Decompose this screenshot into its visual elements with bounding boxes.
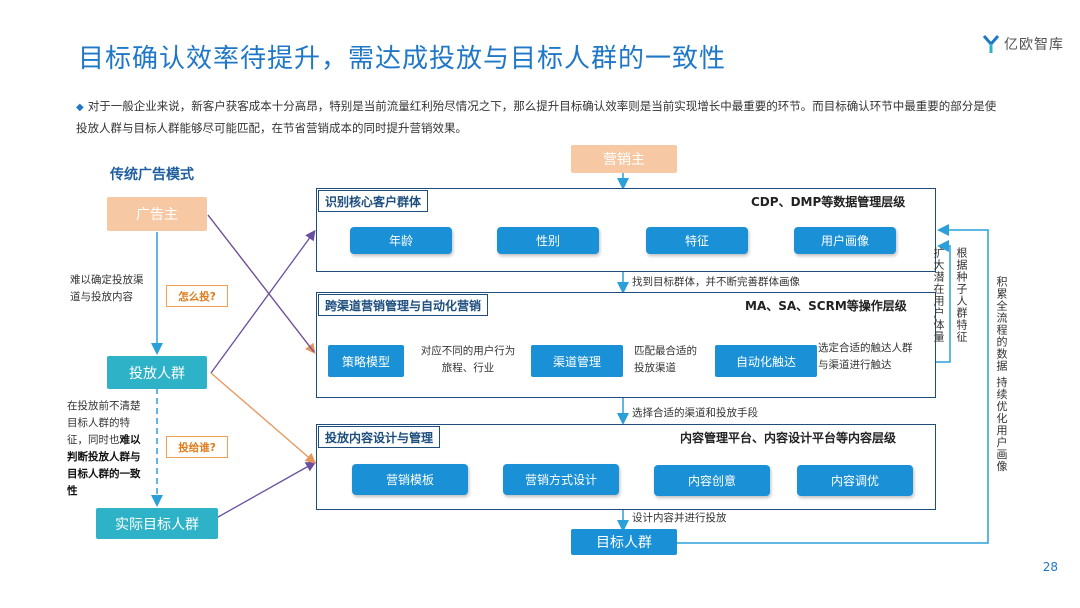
- note-characteristics-bold: 难以判断投放人群与目标人群的一致性: [67, 434, 141, 497]
- auto-text: 选定合适的触达人群与渠道进行触达: [818, 342, 913, 371]
- logo: 亿欧智库: [982, 34, 1064, 54]
- item-feature: 特征: [646, 227, 748, 254]
- panel3-tag: 投放内容设计与管理: [318, 426, 441, 448]
- item-optimize: 内容调优: [797, 465, 913, 496]
- arrow2-label: 选择合适的渠道和投放手段: [632, 407, 758, 419]
- panel2-layer: MA、SA、SCRM等操作层级: [745, 299, 907, 313]
- panel2-tag: 跨渠道营销管理与自动化营销: [318, 294, 489, 316]
- diamond-bullet-icon: ◆: [76, 102, 84, 113]
- question-how: 怎么投?: [166, 285, 228, 307]
- panel1-tag: 识别核心客户群体: [318, 190, 429, 212]
- item-creative: 内容创意: [654, 465, 770, 496]
- question-whom: 投给谁?: [166, 436, 228, 458]
- item-method-design: 营销方式设计: [503, 464, 619, 495]
- logo-text: 亿欧智库: [1004, 37, 1064, 53]
- strategy-text: 对应不同的用户行为旅程、行业: [420, 345, 516, 374]
- side-text-seed: 根据种子人群特征: [955, 247, 968, 343]
- advertiser-box: 广告主: [107, 197, 207, 231]
- marketer-box: 营销主: [571, 145, 677, 173]
- arrow1-label: 找到目标群体，并不断完善群体画像: [632, 276, 800, 288]
- intro-paragraph: ◆对于一般企业来说，新客户获客成本十分高昂，特别是当前流量红利殆尽情况之下，那么…: [76, 96, 1006, 139]
- panel3-layer: 内容管理平台、内容设计平台等内容层级: [680, 431, 897, 445]
- page-title: 目标确认效率待提升，需达成投放与目标人群的一致性: [78, 44, 727, 74]
- intro-text: 对于一般企业来说，新客户获客成本十分高昂，特别是当前流量红利殆尽情况之下，那么提…: [76, 99, 997, 135]
- strategy-model: 策略模型: [328, 345, 404, 377]
- note-channel-content: 难以确定投放渠道与投放内容: [70, 274, 144, 303]
- item-age: 年龄: [350, 227, 452, 254]
- channel-text: 匹配最合适的投放渠道: [634, 345, 697, 374]
- traditional-mode-heading: 传统广告模式: [110, 167, 194, 183]
- arrow3-label: 设计内容并进行投放: [632, 512, 727, 524]
- item-gender: 性别: [497, 227, 599, 254]
- target-audience-box: 投放人群: [107, 356, 207, 389]
- item-user-portrait: 用户画像: [794, 227, 896, 254]
- side-text-expand: 扩大潜在用户体量: [932, 247, 945, 343]
- item-template: 营销模板: [352, 464, 468, 495]
- logo-icon: [982, 35, 1000, 53]
- target-group-box: 目标人群: [571, 529, 677, 555]
- channel-management: 渠道管理: [531, 345, 623, 377]
- actual-audience-box: 实际目标人群: [96, 508, 218, 539]
- note-characteristics-plain: 在投放前不清楚目标人群的特征，同时也: [67, 400, 141, 446]
- side-text-accumulate: 积累全流程的数据 持续优化用户画像: [995, 276, 1008, 473]
- panel1-layer: CDP、DMP等数据管理层级: [751, 195, 906, 209]
- page-number: 28: [1042, 560, 1058, 574]
- note-characteristics: 在投放前不清楚目标人群的特征，同时也难以判断投放人群与目标人群的一致性: [67, 398, 143, 500]
- auto-reach: 自动化触达: [715, 345, 817, 377]
